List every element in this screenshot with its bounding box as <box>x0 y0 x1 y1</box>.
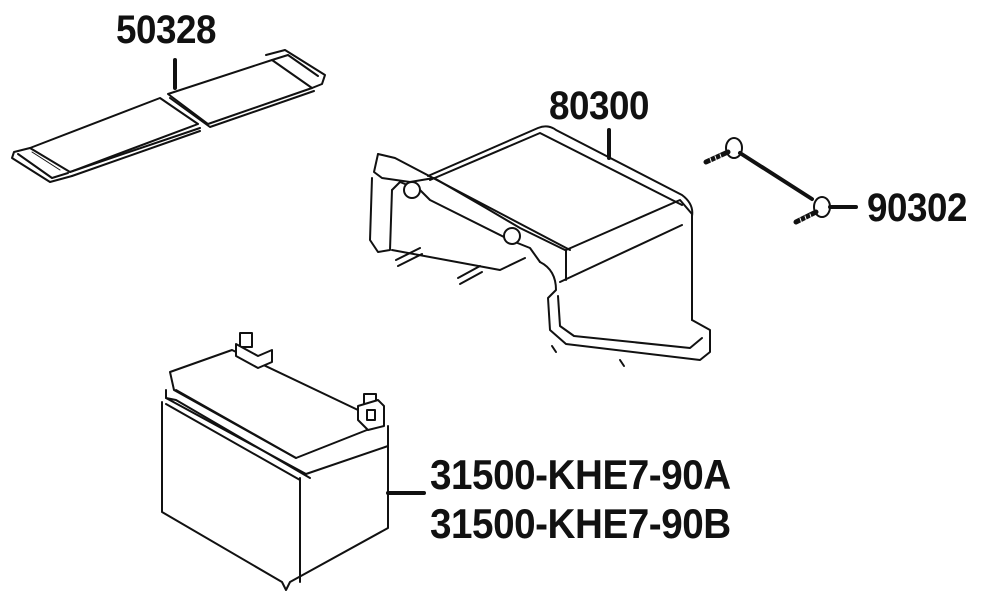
part-label-cover: 80300 <box>549 84 650 128</box>
battery-drawing <box>161 332 426 591</box>
part-label-screw: 90302 <box>867 186 968 230</box>
part-label-battery-a: 31500-KHE7-90A <box>430 451 731 498</box>
screws-drawing <box>703 137 858 225</box>
part-label-battery-b: 31500-KHE7-90B <box>430 500 731 547</box>
strap-drawing <box>11 49 326 183</box>
part-label-strap: 50328 <box>116 8 217 52</box>
cover-drawing <box>369 125 711 367</box>
